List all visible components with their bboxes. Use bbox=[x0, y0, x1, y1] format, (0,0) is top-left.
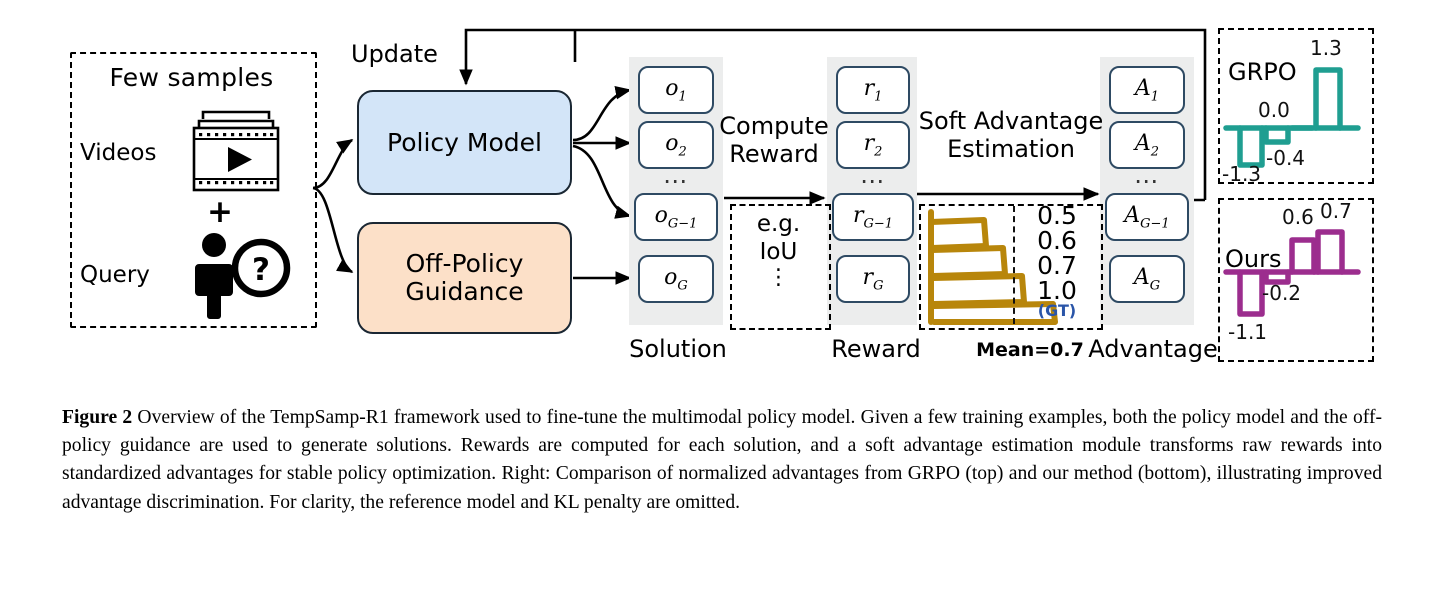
solution-token-1-label: o1 bbox=[665, 75, 687, 105]
solution-caption: Solution bbox=[629, 335, 727, 363]
solution-token-1[interactable]: o1 bbox=[638, 66, 714, 114]
advantage-ellipsis: ⋯ bbox=[1134, 167, 1160, 195]
few-samples-title: Few samples bbox=[109, 62, 274, 92]
few-samples-panel bbox=[70, 52, 317, 328]
solution-token-2-label: o2 bbox=[665, 130, 687, 160]
figure-caption-label: Figure 2 bbox=[62, 407, 133, 428]
soft-advantage-line-2: Estimation bbox=[947, 134, 1075, 163]
samples-branch-arrows bbox=[312, 138, 354, 274]
reward-value-1: 0.5 bbox=[1037, 201, 1077, 230]
grpo-advantage-chart bbox=[1223, 67, 1361, 168]
advantage-token-g-label: AG bbox=[1133, 264, 1161, 294]
figure-panel: ? Few samples Videos + Q bbox=[70, 28, 1374, 363]
reward-example-panel bbox=[730, 204, 831, 330]
reward-bar-chart bbox=[928, 209, 1058, 325]
figure-graphics: ? bbox=[192, 28, 1361, 325]
reward-token-g-minus-1-label: rG−1 bbox=[852, 202, 894, 232]
ours-value-label-0-7: 0.7 bbox=[1320, 199, 1352, 223]
reward-token-1-label: r1 bbox=[863, 75, 883, 105]
policy-to-solution-arrows bbox=[572, 86, 632, 219]
ours-advantage-chart bbox=[1223, 229, 1361, 317]
reward-token-g-minus-1[interactable]: rG−1 bbox=[832, 193, 914, 241]
reward-value-4: 1.0 bbox=[1037, 276, 1077, 305]
eg-metric: IoU bbox=[759, 239, 798, 266]
advantage-token-1-label: A1 bbox=[1134, 75, 1160, 105]
ours-value-label-0-6: 0.6 bbox=[1282, 205, 1314, 229]
ours-title: Ours bbox=[1225, 245, 1282, 273]
update-label: Update bbox=[351, 40, 438, 68]
videos-label: Videos bbox=[80, 140, 157, 166]
reward-token-g-label: rG bbox=[862, 264, 884, 294]
soft-advantage-estimation-label: Soft Advantage Estimation bbox=[905, 107, 1117, 182]
reward-example-text: e.g. IoU ⋮ bbox=[730, 206, 827, 326]
off-policy-guidance-box[interactable]: Off-Policy Guidance bbox=[357, 222, 572, 334]
reward-token-2[interactable]: r2 bbox=[836, 121, 910, 169]
reward-value-list: 0.5 0.6 0.7 1.0 (GT) bbox=[1018, 203, 1096, 327]
advantage-caption: Advantage bbox=[1088, 335, 1218, 363]
solution-token-2[interactable]: o2 bbox=[638, 121, 714, 169]
soft-advantage-divider bbox=[1013, 206, 1015, 324]
reward-value-3: 0.7 bbox=[1037, 251, 1077, 280]
reward-ellipsis: ⋯ bbox=[860, 167, 886, 195]
advantage-token-2-label: A2 bbox=[1134, 130, 1160, 160]
advantage-token-1[interactable]: A1 bbox=[1109, 66, 1185, 114]
ours-value-label-minus-0-2: -0.2 bbox=[1262, 281, 1302, 305]
reward-caption: Reward bbox=[831, 335, 921, 363]
compute-reward-label: Compute Reward bbox=[718, 112, 830, 183]
solution-ellipsis: ⋯ bbox=[663, 167, 689, 195]
grpo-title: GRPO bbox=[1228, 58, 1297, 86]
eg-label: e.g. bbox=[756, 211, 801, 237]
grpo-value-label-0-0: 0.0 bbox=[1258, 98, 1290, 122]
reward-token-g[interactable]: rG bbox=[836, 255, 910, 303]
off-policy-line-2: Guidance bbox=[405, 277, 524, 306]
reward-token-2-label: r2 bbox=[863, 130, 883, 160]
mean-label: Mean=0.7 bbox=[976, 339, 1084, 361]
reward-token-1[interactable]: r1 bbox=[836, 66, 910, 114]
compute-reward-line-1: Compute bbox=[719, 112, 829, 140]
grpo-panel bbox=[1218, 28, 1374, 184]
advantage-token-g[interactable]: AG bbox=[1109, 255, 1185, 303]
grpo-value-label-1-3: 1.3 bbox=[1310, 36, 1342, 60]
policy-model-box[interactable]: Policy Model bbox=[357, 90, 572, 195]
solution-token-g-minus-1-label: oG−1 bbox=[654, 202, 698, 232]
advantage-token-2[interactable]: A2 bbox=[1109, 121, 1185, 169]
off-policy-line-1: Off-Policy bbox=[405, 249, 524, 278]
grpo-value-label-minus-1-3: -1.3 bbox=[1222, 162, 1262, 186]
grpo-value-label-minus-0-4: -0.4 bbox=[1266, 146, 1306, 170]
video-frames-icon bbox=[192, 110, 280, 192]
figure-caption: Figure 2 Overview of the TempSamp-R1 fra… bbox=[62, 404, 1382, 517]
ground-truth-label: (GT) bbox=[1037, 301, 1077, 320]
ours-panel bbox=[1218, 198, 1374, 362]
soft-advantage-line-1: Soft Advantage bbox=[918, 107, 1104, 135]
eg-ellipsis: ⋮ bbox=[767, 265, 790, 291]
advantage-token-g-minus-1[interactable]: AG−1 bbox=[1105, 193, 1189, 241]
solution-token-g[interactable]: oG bbox=[638, 255, 714, 303]
person-question-icon: ? bbox=[195, 233, 291, 319]
reward-value-2: 0.6 bbox=[1037, 226, 1077, 255]
compute-reward-line-2: Reward bbox=[729, 139, 819, 168]
ours-value-label-minus-1-1: -1.1 bbox=[1228, 320, 1268, 344]
plus-sign: + bbox=[207, 194, 233, 230]
solution-token-g-label: oG bbox=[664, 264, 688, 294]
svg-text:?: ? bbox=[252, 252, 270, 288]
solution-token-g-minus-1[interactable]: oG−1 bbox=[634, 193, 718, 241]
soft-advantage-panel bbox=[919, 204, 1103, 330]
query-label: Query bbox=[80, 262, 150, 288]
advantage-token-g-minus-1-label: AG−1 bbox=[1124, 202, 1170, 232]
figure-caption-text: Overview of the TempSamp-R1 framework us… bbox=[62, 407, 1382, 513]
